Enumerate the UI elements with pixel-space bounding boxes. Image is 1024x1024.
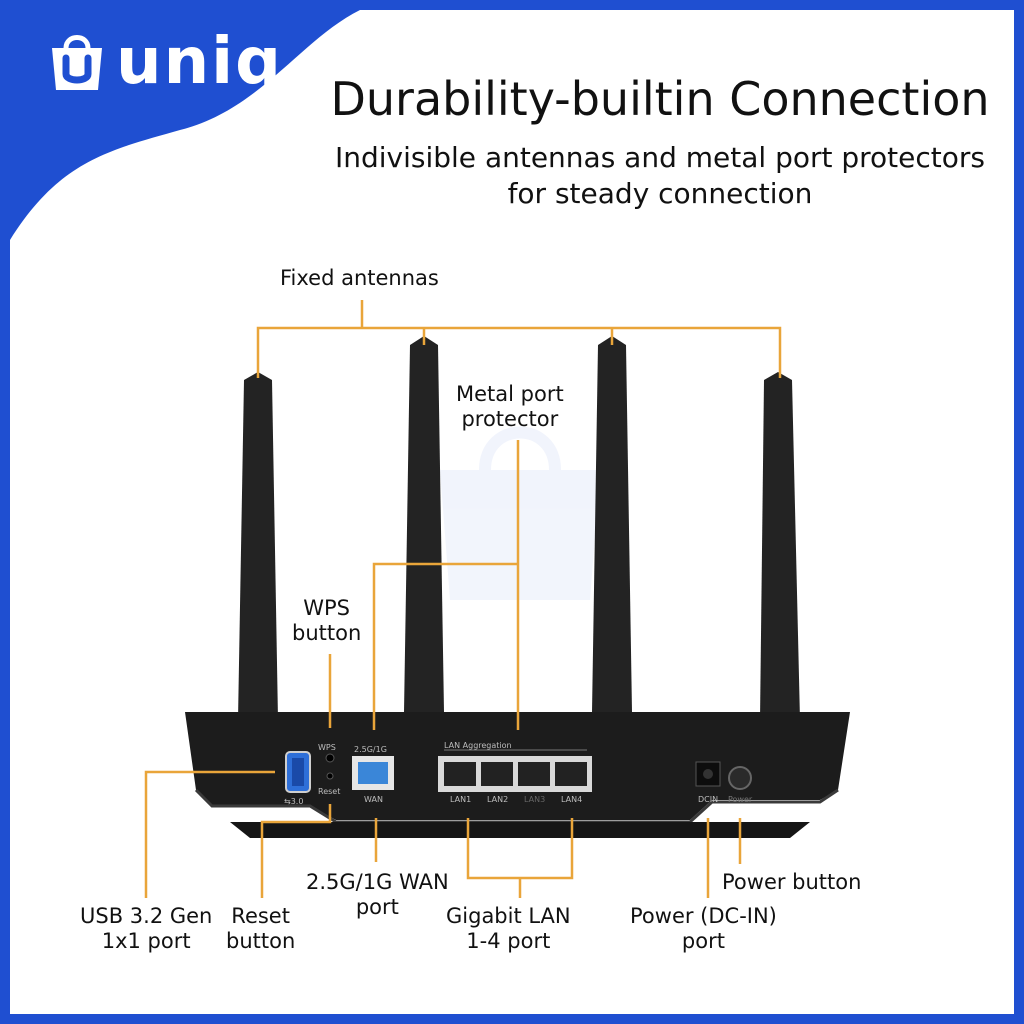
label-lan-ports: Gigabit LAN 1-4 port xyxy=(446,904,571,953)
label-reset-button: Reset button xyxy=(226,904,296,953)
label-wan-port: 2.5G/1G WAN port xyxy=(306,870,449,919)
antennas xyxy=(238,336,800,720)
shopping-bag-icon xyxy=(52,35,102,90)
lan-port-3 xyxy=(518,762,550,786)
device-label-dcin: DCIN xyxy=(698,795,718,804)
device-label-reset: Reset xyxy=(318,787,340,796)
subtitle-line-1: Indivisible antennas and metal port prot… xyxy=(334,141,985,174)
label-wps-button: WPS button xyxy=(292,596,362,645)
page-subtitle: Indivisible antennas and metal port prot… xyxy=(330,140,990,212)
antenna-1 xyxy=(238,372,278,720)
label-usb-port: USB 3.2 Gen 1x1 port xyxy=(80,904,213,953)
label-fixed-antennas: Fixed antennas xyxy=(280,266,439,290)
device-label-lan-aggregation: LAN Aggregation xyxy=(444,741,512,750)
brand-name: uniq xyxy=(116,25,283,99)
device-label-power: Power xyxy=(728,795,753,804)
antenna-4 xyxy=(760,372,800,720)
device-label-lan1: LAN1 xyxy=(450,795,471,804)
device-label-lan2: LAN2 xyxy=(487,795,508,804)
lan-port-4 xyxy=(555,762,587,786)
antenna-3 xyxy=(592,336,632,712)
device-label-wan-top: 2.5G/1G xyxy=(354,745,387,754)
subtitle-line-2: for steady connection xyxy=(507,177,813,210)
device-label-lan3: LAN3 xyxy=(524,795,545,804)
device-label-wan: WAN xyxy=(364,795,383,804)
label-metal-port-protector: Metal port protector xyxy=(456,382,564,431)
lan-port-2 xyxy=(481,762,513,786)
label-power-button: Power button xyxy=(722,870,862,894)
wps-hole xyxy=(325,753,335,763)
lan-port-1 xyxy=(444,762,476,786)
label-power-dc-in: Power (DC-IN) port xyxy=(630,904,777,953)
power-button xyxy=(728,766,752,790)
antenna-2 xyxy=(404,336,444,712)
device-label-usb: ⇆3.0 xyxy=(284,797,303,806)
callout-lines xyxy=(144,300,782,898)
reset-hole xyxy=(326,772,334,780)
brand-logo: uniq xyxy=(42,30,283,94)
watermark-bag-icon xyxy=(440,426,600,600)
device-label-wps: WPS xyxy=(318,743,336,752)
device-label-lan4: LAN4 xyxy=(561,795,582,804)
page-title: Durability-builtin Connection xyxy=(330,72,990,126)
